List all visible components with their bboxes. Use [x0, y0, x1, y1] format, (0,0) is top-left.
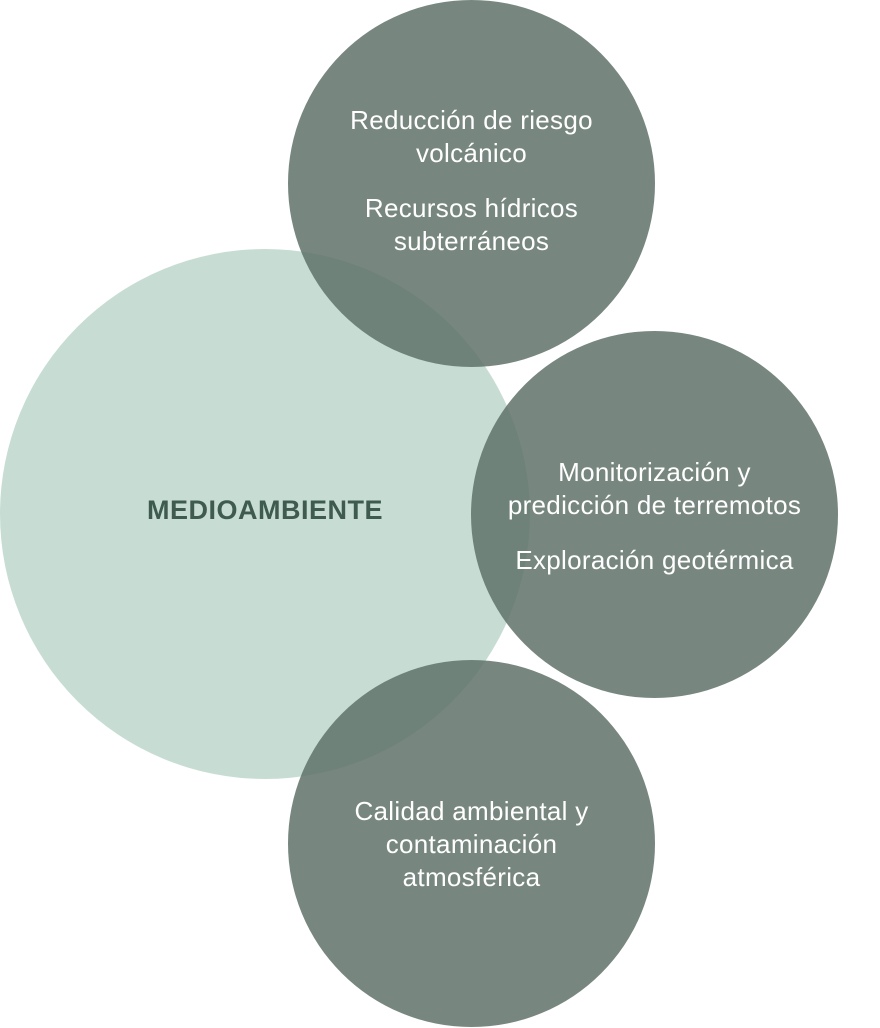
label-air-quality: Calidad ambiental y contaminación atmosf…	[288, 795, 655, 894]
label-volcanic-risk: Reducción de riesgo volcánico	[288, 104, 655, 170]
bottom-circle-labels: Calidad ambiental y contaminación atmosf…	[288, 795, 655, 894]
right-circle-labels: Monitorización y predicción de terremoto…	[471, 456, 838, 577]
label-line: Monitorización y	[558, 457, 751, 487]
label-line: volcánico	[415, 138, 528, 168]
right-circle	[471, 331, 838, 698]
top-circle	[288, 0, 655, 367]
label-geothermal: Exploración geotérmica	[471, 544, 838, 577]
top-circle-labels: Reducción de riesgo volcánico Recursos h…	[288, 104, 655, 258]
label-line: Calidad ambiental y	[354, 796, 589, 826]
bottom-circle	[288, 660, 655, 1027]
label-line: atmosférica	[402, 862, 541, 892]
main-circle-label: MEDIOAMBIENTE	[147, 495, 383, 525]
label-line: predicción de terremotos	[507, 490, 802, 520]
label-line: subterráneos	[393, 226, 550, 256]
label-line: Exploración geotérmica	[515, 545, 794, 575]
label-line: contaminación	[385, 829, 558, 859]
label-line: Recursos hídricos	[364, 193, 579, 223]
label-line: Reducción de riesgo	[350, 105, 593, 135]
label-earthquakes: Monitorización y predicción de terremoto…	[471, 456, 838, 522]
label-groundwater: Recursos hídricos subterráneos	[288, 192, 655, 258]
